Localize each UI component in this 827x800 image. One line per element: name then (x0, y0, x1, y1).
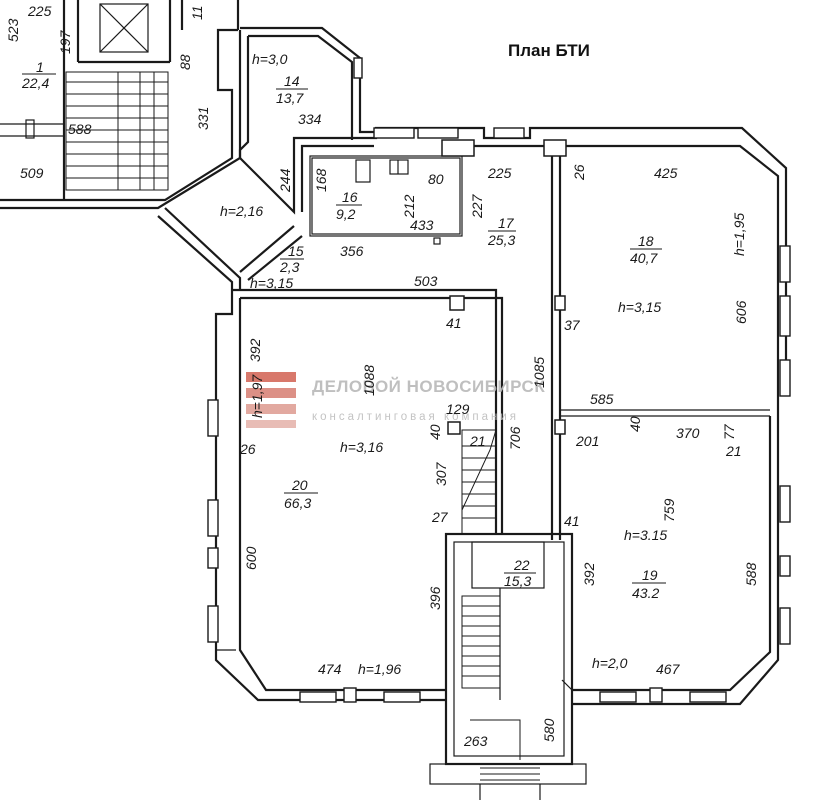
dim-label: 307 (433, 461, 449, 486)
dim-label: 1085 (531, 357, 547, 388)
room-14-number: 14 (284, 73, 300, 89)
room-18-area: 40,7 (630, 250, 658, 266)
room-17-number: 17 (498, 215, 515, 231)
room-19-area: 43.2 (632, 585, 659, 601)
plan-title: План БТИ (508, 41, 590, 60)
dim-label: 467 (656, 661, 681, 677)
dim-label: 27 (431, 509, 449, 525)
room-16-area: 9,2 (336, 206, 356, 222)
dim-label: 503 (414, 273, 438, 289)
dim-label: 433 (410, 217, 434, 233)
ceiling-heights: h=3,0 h=2,16 h=3,15 h=3,15 h=1,95 h=3,16… (220, 51, 747, 677)
dim-label: 580 (541, 718, 557, 742)
watermark-logo-icon (246, 372, 296, 428)
dim-label: 370 (676, 425, 700, 441)
dim-label: 706 (507, 426, 523, 450)
dim-label: 37 (564, 317, 581, 333)
height-room-20-bay: h=1,96 (358, 661, 401, 677)
room-22-number: 22 (513, 557, 530, 573)
dim-label: 263 (463, 733, 488, 749)
corridor-walls (157, 126, 788, 390)
room-20-area: 66,3 (284, 495, 311, 511)
upper-left-stairs (65, 71, 169, 191)
upper-left-wing (0, 0, 242, 210)
dim-label: 392 (581, 562, 597, 586)
dim-label: 40 (627, 416, 643, 432)
height-room-14: h=3,0 (252, 51, 288, 67)
windows (207, 127, 791, 703)
height-room-20-niche: h=1,97 (249, 374, 265, 418)
dim-label: 212 (401, 194, 417, 219)
dim-label: 40 (427, 424, 443, 440)
dim-label: 26 (571, 164, 587, 181)
dim-label: 77 (721, 423, 737, 440)
room-15-area: 2,3 (279, 259, 300, 275)
dim-label: 88 (177, 54, 193, 70)
dim-label: 331 (195, 107, 211, 130)
room-15-number: 15 (288, 243, 304, 259)
dim-label: 11 (189, 5, 205, 20)
watermark-title: ДЕЛОВОЙ НОВОСИБИРСК (312, 377, 545, 396)
room-18-number: 18 (638, 233, 654, 249)
entrance-steps (470, 719, 540, 781)
stair-flight-lower (461, 595, 501, 689)
dim-label: 244 (277, 168, 293, 193)
room-labels: 1 22,4 14 13,7 15 2,3 16 9,2 17 25,3 18 … (21, 59, 666, 601)
dim-label: 600 (243, 546, 259, 570)
height-room-20: h=3,16 (340, 439, 383, 455)
height-room-19-bay: h=2,0 (592, 655, 628, 671)
height-room-18-niche: h=1,95 (731, 213, 747, 256)
dim-label: 392 (247, 338, 263, 362)
room-1-area: 22,4 (21, 75, 49, 91)
dim-label: 201 (575, 433, 599, 449)
dim-label: 26 (239, 441, 256, 457)
dim-label: 168 (313, 168, 329, 192)
dim-label: 80 (428, 171, 444, 187)
dim-label: 523 (5, 18, 21, 42)
height-room-19: h=3.15 (624, 527, 667, 543)
dim-label: 356 (340, 243, 364, 259)
dim-label: 21 (725, 443, 742, 459)
room-16-walls (309, 155, 463, 245)
height-room-18: h=3,15 (618, 299, 661, 315)
stair-flight-upper (461, 429, 497, 535)
dimension-labels: 225 523 197 11 88 331 334 588 509 244 16… (5, 3, 759, 749)
dim-label: 425 (654, 165, 678, 181)
height-room-15: h=3,15 (250, 275, 293, 291)
dim-label: 585 (590, 391, 614, 407)
dim-label: 588 (743, 562, 759, 586)
dim-label: 21 (469, 433, 486, 449)
room-20-number: 20 (291, 477, 308, 493)
room-17-area: 25,3 (487, 232, 515, 248)
room-16-number: 16 (342, 189, 358, 205)
dim-label: 474 (318, 661, 342, 677)
watermark: ДЕЛОВОЙ НОВОСИБИРСК консалтинговая компа… (246, 372, 545, 428)
dim-label: 396 (427, 586, 443, 610)
room-19-number: 19 (642, 567, 658, 583)
dim-label: 759 (661, 498, 677, 522)
dim-label: 1088 (361, 365, 377, 396)
room-14-walls (238, 26, 374, 158)
dim-label: 41 (564, 513, 580, 529)
dim-label: 225 (27, 3, 52, 19)
dim-label: 227 (469, 193, 485, 219)
dim-label: 129 (446, 401, 470, 417)
dim-label: 197 (57, 29, 73, 54)
dim-label: 606 (733, 300, 749, 324)
watermark-subtitle: консалтинговая компания (312, 411, 519, 423)
dim-label: 509 (20, 165, 44, 181)
dim-label: 588 (68, 121, 92, 137)
height-corridor: h=2,16 (220, 203, 263, 219)
dim-label: 225 (487, 165, 512, 181)
dim-label: 334 (298, 111, 322, 127)
dim-label: 41 (446, 315, 462, 331)
room-17-18-walls (441, 139, 780, 540)
room-1-number: 1 (36, 59, 44, 75)
room-14-area: 13,7 (276, 90, 304, 106)
room-22-area: 15,3 (504, 573, 531, 589)
